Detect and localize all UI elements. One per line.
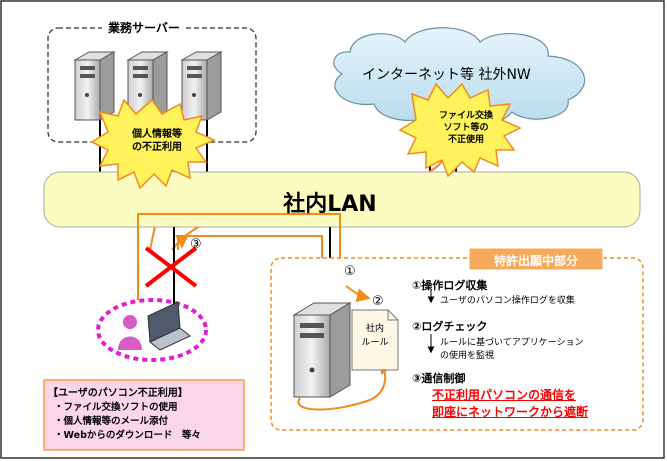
misuse-highlight-ellipse [96,298,208,362]
user-pc [118,301,191,351]
flow-step1 [137,213,347,300]
business-server-3 [180,51,223,121]
step3-emphasis-1: 不正利用パソコンの通信を [432,388,577,402]
flow-loop [297,359,393,411]
misuse-item-1: ・ファイル交換ソフトの使用 [54,402,178,413]
internet-cloud [333,27,586,127]
burst-personal-info-text: 個人情報等 の不正利用 [117,128,197,154]
burst-file-sharing [398,82,522,178]
step1-desc: ユーザのパソコン操作ログを収集 [440,296,575,306]
rules-document-text: 社内 ルール [352,322,398,350]
block-cross-b [144,246,198,288]
misuse-box [43,379,245,451]
marker-step2: ② [372,294,384,309]
burst-right-line-3: 不正使用 [447,135,484,145]
step2-desc-2: の使用を監視 [440,351,495,361]
misuse-title: 【ユーザのパソコン不正利用】 [48,388,188,399]
internet-label: インターネット等 社外NW [362,67,531,83]
server-group-label-bg [102,18,186,36]
misuse-item-3: ・Webからのダウンロード 等々 [54,430,201,441]
patent-title: 特許出願中部分 [493,254,578,268]
monitoring-server [292,302,352,398]
step2-desc-1: ルールに基づいてアプリケーション [440,338,584,348]
burst-right-line-1: ファイル交換 [438,111,493,121]
marker-step1: ① [344,264,356,279]
flow-step2 [345,285,371,303]
rules-line-2: ルール [361,338,389,348]
burst-left-line-2: の不正利用 [132,142,182,153]
burst-file-sharing-text: ファイル交換 ソフト等の 不正使用 [426,110,506,146]
rules-document [351,309,399,371]
step2-title: ②ログチェック [412,320,488,333]
business-server-1 [73,51,116,121]
burst-personal-info [90,98,216,190]
marker-step3: ③ [190,237,202,252]
step3-title: ③通信制御 [412,372,466,385]
rules-line-1: 社内 [365,324,384,334]
burst-right-line-2: ソフト等の [443,123,489,133]
burst-left-line-1: 個人情報等 [132,129,182,140]
server-group-box [47,27,257,143]
server-group-label: 業務サーバー [108,21,180,35]
patent-title-bg [468,247,604,271]
step3-emphasis-2: 即座にネットワークから遮断 [432,405,589,419]
misuse-item-2: ・個人情報等のメール添付 [54,416,169,427]
lan-label: 社内LAN [283,192,377,217]
step1-title: ①操作ログ収集 [412,279,488,292]
